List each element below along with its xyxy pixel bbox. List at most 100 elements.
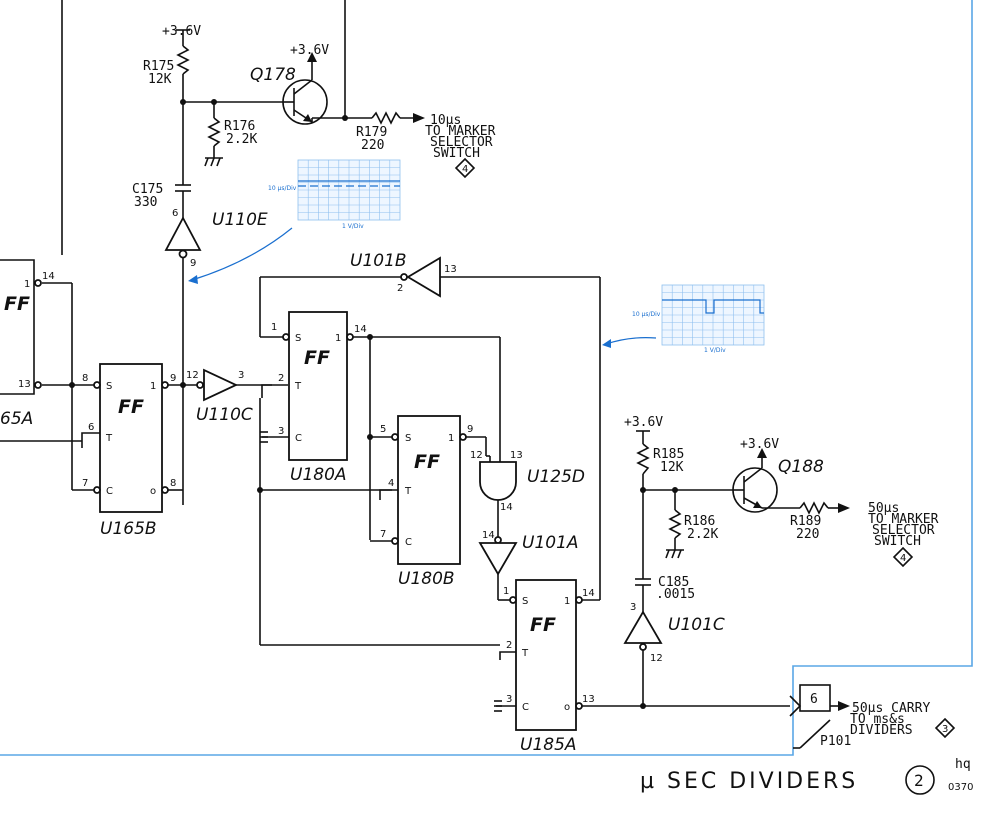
svg-text:TO MARKER: TO MARKER <box>425 124 496 139</box>
svg-text:FF: FF <box>414 451 440 473</box>
q178-label: Q178 <box>250 65 296 85</box>
r189-label: R189 <box>790 514 821 529</box>
svg-text:10µs: 10µs <box>430 113 461 128</box>
u185a-label: U185A <box>520 735 577 755</box>
svg-text:TO ms&s: TO ms&s <box>850 712 905 727</box>
svg-text:FF: FF <box>118 396 144 418</box>
r176-value: 2.2K <box>226 132 257 147</box>
svg-text:13: 13 <box>582 694 595 705</box>
svg-text:14: 14 <box>42 271 55 282</box>
svg-text:9: 9 <box>170 373 176 384</box>
u110c-inverter: 12 3 U110C <box>186 368 288 425</box>
c175-value: 330 <box>134 195 157 210</box>
c185-value: .0015 <box>656 587 695 602</box>
u185a-flipflop: FF 1 S 2 T 3 C 1 14 o 13 U185A <box>260 579 790 755</box>
svg-text:FF: FF <box>530 614 556 636</box>
svg-text:12: 12 <box>470 450 483 461</box>
svg-text:FF: FF <box>4 293 30 315</box>
svg-text:2: 2 <box>278 373 284 384</box>
svg-text:1: 1 <box>24 279 30 290</box>
svg-text:S: S <box>405 433 411 444</box>
svg-text:14: 14 <box>354 324 367 335</box>
svg-text:12: 12 <box>650 653 663 664</box>
svg-text:4: 4 <box>900 553 906 564</box>
svg-text:S: S <box>522 596 528 607</box>
svg-text:FF: FF <box>304 347 330 369</box>
svg-text:10 µs/Div: 10 µs/Div <box>268 185 297 192</box>
u180a-label: U180A <box>290 465 347 485</box>
svg-text:SWITCH: SWITCH <box>433 146 480 161</box>
scope-display-2: 10 µs/Div 1 V/Div <box>602 284 765 354</box>
c185-label: C185 <box>658 575 689 590</box>
u101a-label: U101A <box>522 533 579 553</box>
svg-text:9: 9 <box>190 258 196 269</box>
output-10us: 10µs TO MARKER SELECTOR SWITCH 4 <box>425 113 496 179</box>
svg-text:14: 14 <box>582 588 595 599</box>
svg-text:13: 13 <box>444 264 457 275</box>
svg-text:1: 1 <box>271 322 277 333</box>
svg-text:T: T <box>294 381 302 392</box>
u180a-flipflop: FF 1 S 2 T 3 C 1 14 U180A <box>257 311 500 645</box>
svg-text:3: 3 <box>942 724 948 735</box>
u165a-label: 65A <box>0 409 33 429</box>
svg-text:4: 4 <box>462 164 468 175</box>
drawing-date: 0370 <box>948 782 973 793</box>
q188-transistor: +3.6V Q188 R189 220 <box>732 437 850 542</box>
svg-text:o: o <box>564 702 570 713</box>
svg-text:2: 2 <box>397 283 403 294</box>
p101-label: P101 <box>820 734 851 749</box>
svg-text:1 V/Div: 1 V/Div <box>342 223 364 230</box>
p101-connector: 6 P101 50µs CARRY TO ms&s DIVIDERS 3 <box>789 684 956 749</box>
svg-text:13: 13 <box>510 450 523 461</box>
u165b-label: U165B <box>100 519 157 539</box>
svg-text:6: 6 <box>172 208 178 219</box>
output-50us: 50µs TO MARKER SELECTOR SWITCH 4 <box>868 501 939 568</box>
footer-title: µ SEC DIVIDERS 2 hq 0370 <box>640 757 973 795</box>
svg-text:T: T <box>404 486 412 497</box>
r175-label: R175 <box>143 59 174 74</box>
r185-value: 12K <box>660 460 684 475</box>
diagram-title: µ SEC DIVIDERS <box>640 769 858 794</box>
u165a-flipflop: FF 1 13 14 65A <box>0 259 96 490</box>
svg-text:1: 1 <box>150 381 156 392</box>
svg-text:8: 8 <box>170 478 176 489</box>
r175-network: +3.6V R175 12K R176 2.2K C175 330 6 9 U1… <box>132 24 284 505</box>
svg-text:S: S <box>106 381 112 392</box>
svg-text:8: 8 <box>82 373 88 384</box>
r185-network: +3.6V R185 12K R186 2.2K <box>624 415 733 559</box>
r179-label: R179 <box>356 125 387 140</box>
svg-text:6: 6 <box>88 422 94 433</box>
svg-text:DIVIDERS: DIVIDERS <box>850 723 913 738</box>
drafter-initials: hq <box>955 757 971 772</box>
r175-value: 12K <box>148 72 172 87</box>
q178-transistor: +3.6V Q178 R179 220 <box>250 43 425 153</box>
q188-supply: +3.6V <box>740 437 779 452</box>
u180b-flipflop: FF 5 S 4 T 7 C 1 9 U180B <box>367 415 490 589</box>
svg-text:12: 12 <box>186 370 199 381</box>
r176-label: R176 <box>224 119 255 134</box>
r185-label: R185 <box>653 447 684 462</box>
svg-text:14: 14 <box>500 502 513 513</box>
u101a-inverter: 14 U101A <box>478 530 579 601</box>
svg-text:9: 9 <box>467 424 473 435</box>
u125d-nand-gate: 12 13 14 U125D <box>470 337 585 540</box>
svg-text:7: 7 <box>82 478 88 489</box>
svg-text:6: 6 <box>810 692 818 707</box>
u110e-label: U110E <box>212 210 268 230</box>
svg-text:+3.6V: +3.6V <box>624 415 663 430</box>
svg-text:1: 1 <box>335 333 341 344</box>
svg-text:13: 13 <box>18 379 31 390</box>
svg-text:1: 1 <box>503 586 509 597</box>
svg-text:3: 3 <box>238 370 244 381</box>
u101b-inverter: 13 2 U101B <box>259 251 601 600</box>
svg-text:SWITCH: SWITCH <box>874 534 921 549</box>
u125d-label: U125D <box>527 467 585 487</box>
u165b-flipflop: FF 8 S 6 T 7 C 1 o 9 8 U165B <box>72 363 200 539</box>
r186-value: 2.2K <box>687 527 718 542</box>
r186-label: R186 <box>684 514 715 529</box>
svg-text:TO MARKER: TO MARKER <box>868 512 939 527</box>
u101b-label: U101B <box>350 251 407 271</box>
svg-text:50µs CARRY: 50µs CARRY <box>852 701 930 716</box>
q188-label: Q188 <box>778 457 824 477</box>
